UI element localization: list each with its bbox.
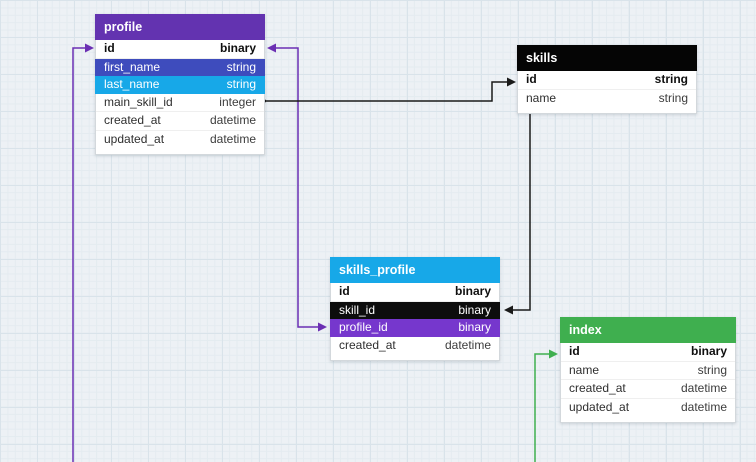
table-title: profile: [104, 20, 143, 34]
table-title: skills_profile: [339, 263, 416, 277]
field-row-skill_id[interactable]: skill_id binary: [330, 301, 500, 319]
field-type: binary: [454, 284, 491, 298]
connector-edge-bottom-to-index-id[interactable]: [534, 353, 549, 462]
field-name: skill_id: [339, 302, 376, 317]
field-row-name[interactable]: name string: [518, 90, 696, 108]
table-header[interactable]: skills: [517, 45, 697, 71]
field-name: created_at: [104, 113, 161, 127]
table-header[interactable]: skills_profile: [330, 257, 500, 283]
field-type: string: [226, 77, 256, 91]
table-header[interactable]: index: [560, 317, 736, 343]
field-row-created_at[interactable]: created_at datetime: [561, 380, 735, 399]
connector-profile-main-skill-id-to-skills-id[interactable]: [267, 81, 507, 102]
field-type: string: [654, 72, 688, 86]
field-row-updated_at[interactable]: updated_at datetime: [561, 399, 735, 417]
field-name: updated_at: [104, 131, 165, 146]
field-type: string: [658, 90, 688, 105]
field-type: binary: [690, 344, 727, 358]
arrowhead-icon: [504, 305, 513, 315]
field-row-last_name[interactable]: last_name string: [95, 76, 265, 94]
field-name: name: [526, 90, 557, 105]
field-row-id[interactable]: id string: [518, 71, 696, 90]
field-type: binary: [458, 302, 491, 317]
arrowhead-icon: [85, 43, 94, 53]
field-row-created_at[interactable]: created_at datetime: [96, 112, 264, 131]
field-type: datetime: [680, 381, 727, 395]
field-row-updated_at[interactable]: updated_at datetime: [96, 131, 264, 149]
field-row-id[interactable]: id binary: [561, 343, 735, 362]
field-type: binary: [458, 320, 491, 334]
field-type: datetime: [444, 337, 491, 352]
field-name: name: [569, 362, 600, 377]
arrowhead-icon: [507, 77, 516, 87]
connector-profile-id-to-skills-profile-profile-id[interactable]: [276, 47, 318, 328]
field-row-main_skill_id[interactable]: main_skill_id integer: [96, 94, 264, 112]
field-row-id[interactable]: id binary: [331, 283, 499, 302]
field-type: string: [226, 59, 256, 74]
table-title: skills: [526, 51, 558, 65]
field-name: updated_at: [569, 399, 630, 414]
connector-edge-bottom-to-profile-id[interactable]: [72, 47, 85, 462]
field-name: main_skill_id: [104, 94, 173, 109]
field-name: created_at: [339, 337, 396, 352]
table-header[interactable]: profile: [95, 14, 265, 40]
field-name: last_name: [104, 77, 160, 91]
field-type: datetime: [209, 131, 256, 146]
field-name: profile_id: [339, 320, 388, 334]
field-type: datetime: [680, 399, 727, 414]
field-name: first_name: [104, 59, 161, 74]
field-row-id[interactable]: id binary: [96, 40, 264, 59]
field-row-name[interactable]: name string: [561, 362, 735, 380]
field-name: id: [104, 41, 115, 55]
field-name: id: [339, 284, 350, 298]
field-row-first_name[interactable]: first_name string: [95, 58, 265, 76]
field-type: string: [697, 362, 727, 377]
arrowhead-icon: [318, 322, 327, 332]
connector-skills-to-skills-profile-skill-id[interactable]: [513, 113, 531, 311]
arrowhead-icon: [549, 349, 558, 359]
arrowhead-icon: [267, 43, 276, 53]
field-type: datetime: [209, 113, 256, 127]
table-skills[interactable]: skills id string name string: [517, 45, 697, 114]
table-title: index: [569, 323, 602, 337]
field-type: integer: [219, 94, 256, 109]
field-name: id: [526, 72, 537, 86]
field-name: created_at: [569, 381, 626, 395]
field-row-profile_id[interactable]: profile_id binary: [330, 319, 500, 337]
field-row-created_at[interactable]: created_at datetime: [331, 337, 499, 355]
field-name: id: [569, 344, 580, 358]
field-type: binary: [219, 41, 256, 55]
